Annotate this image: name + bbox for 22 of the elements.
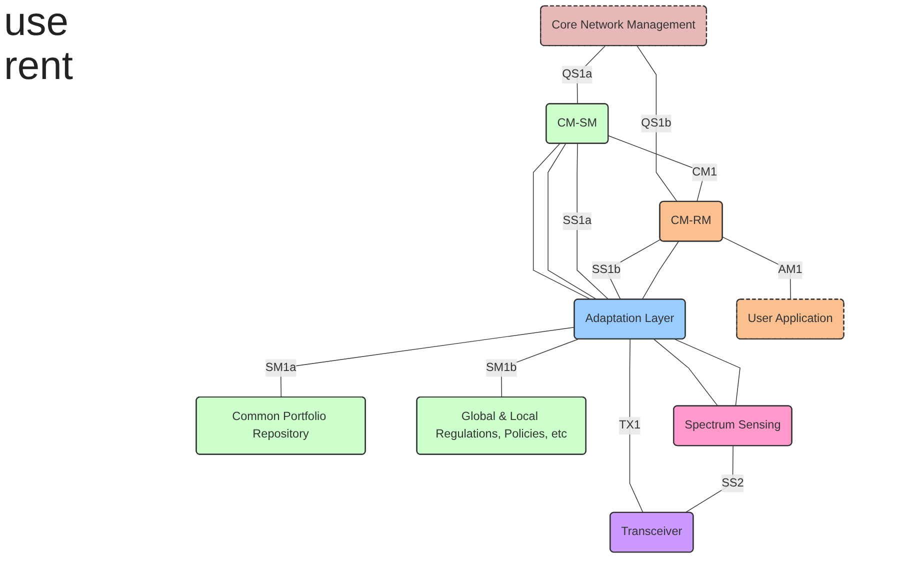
connector bbox=[629, 338, 644, 514]
edge-label: QS1b bbox=[641, 116, 672, 130]
text-fragment: rent bbox=[4, 44, 73, 88]
connector bbox=[280, 326, 575, 398]
edge-label: SM1a bbox=[265, 361, 296, 374]
edge-label: TX1 bbox=[618, 419, 641, 432]
connector bbox=[548, 143, 598, 300]
edge-label: SS1a bbox=[562, 214, 592, 228]
connector bbox=[636, 46, 678, 202]
edge-label: SS2 bbox=[722, 476, 744, 490]
connector bbox=[684, 446, 734, 514]
connector bbox=[532, 143, 592, 300]
connector bbox=[576, 143, 610, 300]
edge-label: AM1 bbox=[778, 264, 802, 276]
text-fragment: use bbox=[4, 0, 70, 44]
connector bbox=[642, 241, 679, 300]
edge-label: SS1b bbox=[592, 264, 621, 276]
edge-label: SM1b bbox=[486, 361, 517, 374]
connector bbox=[654, 338, 718, 407]
connector bbox=[674, 338, 740, 407]
edge-label: QS1a bbox=[562, 68, 592, 80]
edge-label: CM1 bbox=[692, 166, 717, 178]
